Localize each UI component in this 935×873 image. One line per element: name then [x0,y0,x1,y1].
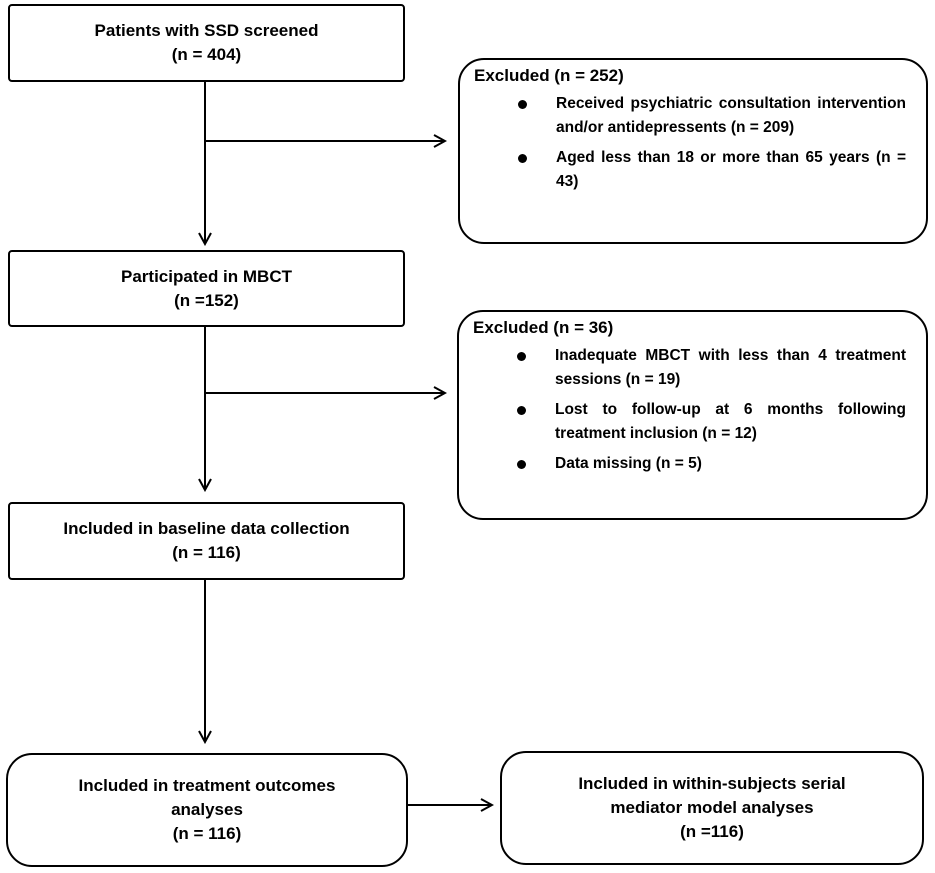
mbct-label: Participated in MBCT [121,266,292,286]
excluded-box-1: Excluded (n = 252) Received psychiatric … [458,58,928,244]
bullet-icon [518,100,527,109]
excluded-1-title: Excluded (n = 252) [474,66,624,85]
outcomes-label-2: analyses [171,800,243,819]
screened-label: Patients with SSD screened [94,21,319,40]
mbct-box: Participated in MBCT (n =152) [8,250,405,327]
baseline-count: (n = 116) [172,543,241,562]
outcomes-label-1: Included in treatment outcomes [78,776,336,795]
excluded-2-title: Excluded (n = 36) [473,318,614,337]
outcomes-count: (n = 116) [172,824,242,843]
mediator-box: Included in within-subjects serial media… [500,751,924,865]
excluded-1-item: Received psychiatric consultation interv… [470,92,906,140]
baseline-label: Included in baseline data collection [63,519,350,538]
excluded-1-item: Aged less than 18 or more than 65 years … [470,146,906,194]
bullet-icon [517,460,526,469]
baseline-box: Included in baseline data collection (n … [8,502,405,580]
mbct-count: (n =152) [174,290,239,310]
bullet-icon [518,154,527,163]
bullet-icon [517,352,526,361]
excluded-box-2: Excluded (n = 36) Inadequate MBCT with l… [457,310,928,520]
bullet-icon [517,406,526,415]
screened-count: (n = 404) [171,45,242,64]
mediator-label-1: Included in within-subjects serial [578,774,846,793]
screened-box: Patients with SSD screened (n = 404) [8,4,405,82]
excluded-2-item: Data missing (n = 5) [469,452,906,476]
mediator-count: (n =116) [680,822,744,841]
outcomes-box: Included in treatment outcomes analyses … [6,753,408,867]
mediator-label-2: mediator model analyses [610,798,814,817]
excluded-2-item: Inadequate MBCT with less than 4 treatme… [469,344,906,392]
excluded-2-item: Lost to follow-up at 6 months following … [469,398,906,446]
